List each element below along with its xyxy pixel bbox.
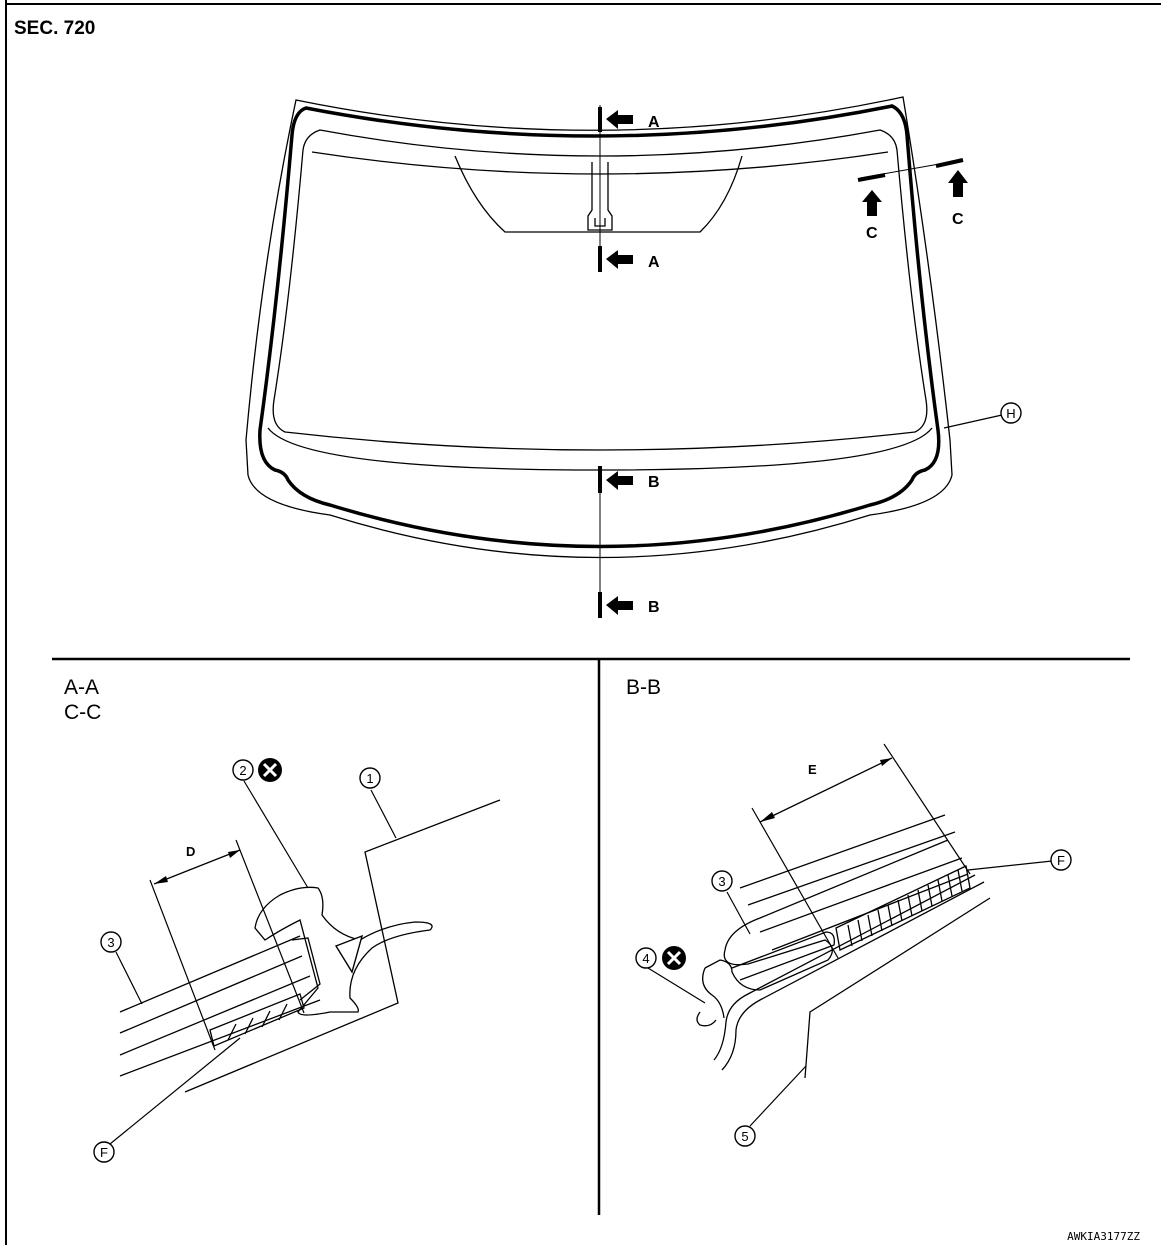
dim-e-arrow-right xyxy=(880,758,892,766)
molding-bb-inner xyxy=(731,931,835,981)
section-line-a: A A xyxy=(598,105,660,272)
callout-5: 5 xyxy=(734,1065,807,1147)
section-aa-drawing: D xyxy=(119,799,501,1093)
dim-d-ext-right xyxy=(235,839,305,1014)
callout-3-bb-label: 3 xyxy=(718,874,725,889)
arrow-b-top xyxy=(606,471,633,490)
dim-d-line xyxy=(153,849,241,885)
callout-f-aa: F xyxy=(93,1037,241,1163)
molding-aa-inner xyxy=(291,937,321,1001)
section-mark-b-top: B xyxy=(648,474,660,491)
callout-h-label: H xyxy=(1006,406,1015,421)
molding-aa-cavity xyxy=(334,934,364,974)
hatch-bb xyxy=(847,869,963,947)
dim-d-arrow-left xyxy=(154,876,168,884)
arrow-a-top xyxy=(606,110,633,129)
callout-h: H xyxy=(943,402,1022,429)
do-not-reuse-icon xyxy=(258,758,282,782)
view-title-aa: A-A xyxy=(64,676,99,699)
dim-d-ext-left xyxy=(149,879,216,1051)
dim-e-arrow-left xyxy=(760,812,775,822)
molding-aa xyxy=(254,886,433,1016)
view-title-bb: B-B xyxy=(626,676,661,699)
dim-e-ext-left xyxy=(751,807,839,959)
glass-edge xyxy=(258,104,941,549)
arrow-c-left xyxy=(862,190,882,216)
dim-e-label: E xyxy=(808,762,817,777)
callout-1: 1 xyxy=(359,767,397,839)
dim-d-label: D xyxy=(186,844,195,859)
callout-2: 2 xyxy=(232,758,309,889)
sensor-area xyxy=(454,155,743,233)
section-mark-a-top: A xyxy=(648,114,660,131)
hatch-aa xyxy=(227,1003,288,1041)
lower-sweep-line xyxy=(267,427,933,471)
callout-f-bb: F xyxy=(967,849,1072,871)
glass-bb xyxy=(739,814,969,951)
callout-3-bb: 3 xyxy=(711,870,751,935)
section-mark-c-left: C xyxy=(866,225,878,242)
molding-bb-lip xyxy=(696,1011,717,1027)
callout-4-label: 4 xyxy=(642,951,649,966)
body-panel-bb xyxy=(804,897,991,1079)
section-mark-a-bottom: A xyxy=(648,254,660,271)
dim-d-arrow-right xyxy=(228,850,240,858)
adhesive-bb xyxy=(835,865,971,951)
spacer-aa xyxy=(209,993,305,1047)
arrow-c-right xyxy=(948,170,968,197)
arrow-a-bottom xyxy=(606,250,633,269)
body-panel-aa xyxy=(184,799,501,1093)
view-title-cc: C-C xyxy=(64,701,101,724)
ceramic-border xyxy=(272,129,928,451)
section-line-b: B B xyxy=(598,466,660,618)
callout-1-label: 1 xyxy=(366,771,373,786)
callout-3-aa-label: 3 xyxy=(107,935,114,950)
do-not-reuse-icon xyxy=(662,946,686,970)
figure-frame xyxy=(5,0,1161,1245)
figure-code: AWKIA3177ZZ xyxy=(1067,1230,1140,1243)
section-mark-b-bottom: B xyxy=(648,599,660,616)
dim-e-ext-right xyxy=(883,743,971,875)
callout-3-aa: 3 xyxy=(100,931,143,1005)
dim-e-line xyxy=(759,757,893,823)
callout-5-label: 5 xyxy=(741,1129,748,1144)
callout-f-aa-label: F xyxy=(100,1145,108,1160)
section-bb-drawing: E xyxy=(696,743,991,1079)
cowl-trim-bb xyxy=(713,874,985,1071)
callout-4: 4 xyxy=(635,946,706,1004)
section-mark-c-right: C xyxy=(952,211,964,228)
section-label: SEC. 720 xyxy=(14,18,95,39)
arrow-b-bottom xyxy=(606,596,633,615)
molding-outer-edge xyxy=(245,96,953,559)
glass-aa xyxy=(119,935,321,1077)
callout-f-bb-label: F xyxy=(1057,853,1065,868)
callout-2-label: 2 xyxy=(239,763,246,778)
section-line-c: C C xyxy=(857,158,968,242)
